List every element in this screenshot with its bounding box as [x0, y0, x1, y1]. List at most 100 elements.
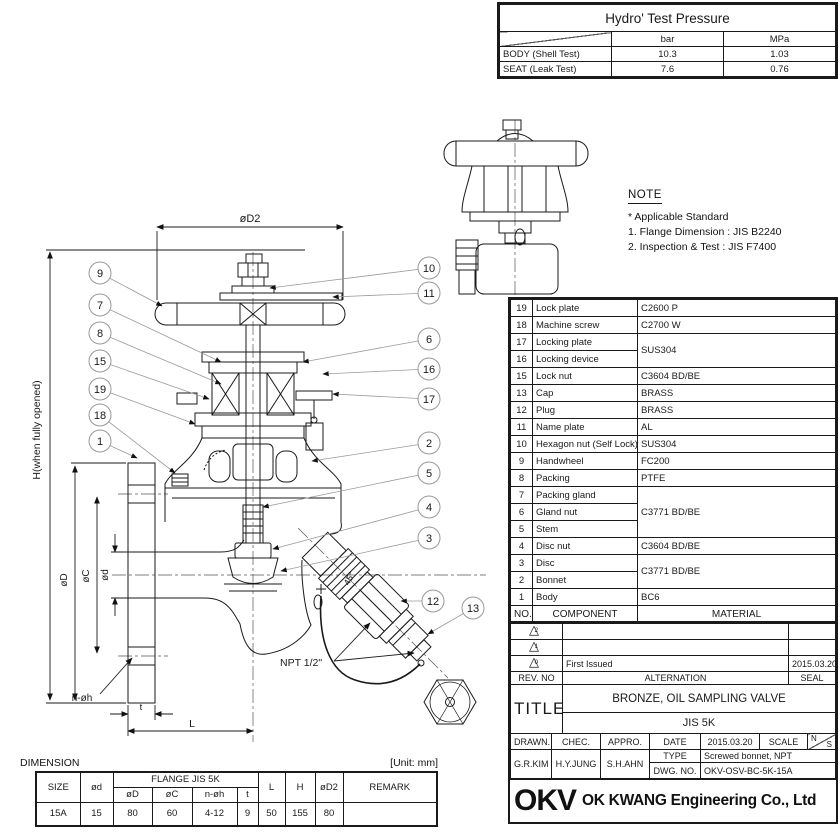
hydro-test-pressure-table: Hydro' Test Pressure bar MPa BODY (Shell… — [497, 2, 838, 79]
svg-text:L: L — [189, 718, 195, 730]
svg-text:12: 12 — [427, 596, 439, 608]
sampling-spout — [301, 531, 432, 662]
revision-mark: △2 — [529, 623, 539, 638]
rev-no-label: REV. NO — [510, 671, 563, 685]
note-block: NOTE * Applicable Standard 1. Flange Dim… — [628, 188, 838, 255]
table-row: △0 First Issued 2015.03.20 — [510, 655, 836, 672]
svg-text:8: 8 — [97, 328, 103, 340]
svg-text:10: 10 — [423, 263, 435, 275]
svg-text:H(when fully opened): H(when fully opened) — [31, 380, 43, 479]
revision-mark: △1 — [529, 639, 539, 654]
title-block: △2 △1 △0 First Issued 2015.03.20 REV. NO… — [508, 621, 838, 824]
svg-text:9: 9 — [97, 268, 103, 280]
table-header-row: DRAWN. CHEC. APPRO. DATE 2015.03.20 SCAL… — [510, 733, 836, 750]
cell: 0.76 — [723, 61, 836, 77]
svg-text:1: 1 — [97, 436, 103, 448]
col-header-D2: øD2 — [314, 771, 344, 803]
svg-text:2: 2 — [426, 438, 432, 450]
svg-text:4: 4 — [426, 502, 432, 514]
drawn-label: DRAWN. — [510, 733, 552, 750]
svg-text:17: 17 — [423, 394, 435, 406]
callout-leaders — [99, 267, 474, 635]
note-line: * Applicable Standard — [628, 211, 729, 223]
cell: BODY (Shell Test) — [499, 46, 612, 62]
table-row: bar MPa — [499, 31, 836, 47]
unit-label: [Unit: mm] — [390, 757, 438, 769]
svg-text:NPT 1/2": NPT 1/2" — [280, 657, 322, 669]
flange-group-header: FLANGE JIS 5K — [112, 771, 259, 788]
diagonal-cell — [499, 31, 612, 47]
cell: 7.6 — [611, 61, 724, 77]
centerlines — [112, 120, 516, 742]
svg-text:øD: øD — [59, 573, 70, 586]
col-header-nh: n-øh — [191, 786, 238, 803]
note-line: 2. Inspection & Test : JIS F7400 — [628, 241, 777, 253]
table-row: G.R.KIM H.Y.JUNG S.H.AHN TYPE Screwed bo… — [510, 749, 836, 779]
name-plate — [219, 292, 343, 301]
table-row: SEAT (Leak Test) 7.6 0.76 — [499, 61, 836, 77]
note-line: 1. Flange Dimension : JIS B2240 — [628, 226, 782, 238]
col-header-H: H — [284, 771, 316, 803]
cap-chain — [319, 595, 421, 685]
drawing-title: BRONZE, OIL SAMPLING VALVE — [562, 684, 836, 713]
col-header-size: SIZE — [35, 771, 81, 803]
svg-text:15: 15 — [94, 356, 106, 368]
svg-text:øD2: øD2 — [240, 213, 261, 225]
dimension-table: SIZE ød FLANGE JIS 5K L H øD2 REMARK øD … — [35, 771, 438, 827]
checked-by: H.Y.JUNG — [551, 749, 601, 779]
alternation-label: ALTERNATION — [562, 671, 789, 685]
company-name: OK KWANG Engineering Co., Ltd — [582, 792, 817, 809]
col-header-od: ød — [79, 771, 114, 803]
date-label: DATE — [649, 733, 701, 750]
col-header-remark: REMARK — [342, 771, 438, 803]
svg-text:16: 16 — [423, 364, 435, 376]
appro-label: APPRO. — [600, 733, 650, 750]
table-row: △2 — [510, 623, 836, 640]
type-value: Screwed bonnet, NPT — [700, 749, 836, 763]
svg-text:øC: øC — [81, 569, 92, 582]
col-header-L: L — [257, 771, 286, 803]
cell: 1.03 — [723, 46, 836, 62]
drawn-by: G.R.KIM — [510, 749, 552, 779]
front-view — [127, 253, 432, 704]
table-header-row: SIZE ød FLANGE JIS 5K L H øD2 REMARK — [35, 771, 438, 803]
table-header-row: øD øC n-øh t — [36, 786, 437, 803]
col-header-mpa: MPa — [723, 31, 836, 47]
cap-end-view — [423, 679, 477, 725]
title-table: TITLE BRONZE, OIL SAMPLING VALVE JIS 5K — [510, 684, 836, 734]
callout-numbers: 9 7 8 15 19 18 1 10 11 6 16 17 2 5 4 3 1… — [94, 263, 479, 615]
disc — [227, 557, 279, 584]
drain-screw — [171, 473, 189, 487]
svg-text:11: 11 — [423, 288, 434, 300]
svg-text:t: t — [140, 702, 143, 713]
drawing-subtitle: JIS 5K — [562, 712, 836, 734]
svg-text:6: 6 — [426, 334, 432, 346]
approved-by: S.H.AHN — [600, 749, 650, 779]
revision-table: △2 △1 △0 First Issued 2015.03.20 REV. NO… — [510, 623, 836, 685]
date-value: 2015.03.20 — [700, 733, 760, 750]
signature-table: DRAWN. CHEC. APPRO. DATE 2015.03.20 SCAL… — [510, 733, 836, 779]
table-row: JIS 5K — [511, 712, 836, 734]
dimensions: øD2 H(when fully opened) øD øC ød n-øh t… — [31, 213, 415, 736]
handwheel — [154, 302, 346, 326]
chec-label: CHEC. — [551, 733, 601, 750]
locking-device-tag — [305, 422, 324, 451]
table-header-row: NO. COMPONENT MATERIAL — [510, 605, 836, 624]
side-view — [443, 119, 589, 295]
table-header-row: REV. NO ALTERNATION SEAL — [510, 671, 836, 685]
dimension-heading: DIMENSION — [20, 757, 80, 769]
title-label: TITLE — [510, 684, 563, 734]
col-header-C: øC — [151, 786, 193, 803]
